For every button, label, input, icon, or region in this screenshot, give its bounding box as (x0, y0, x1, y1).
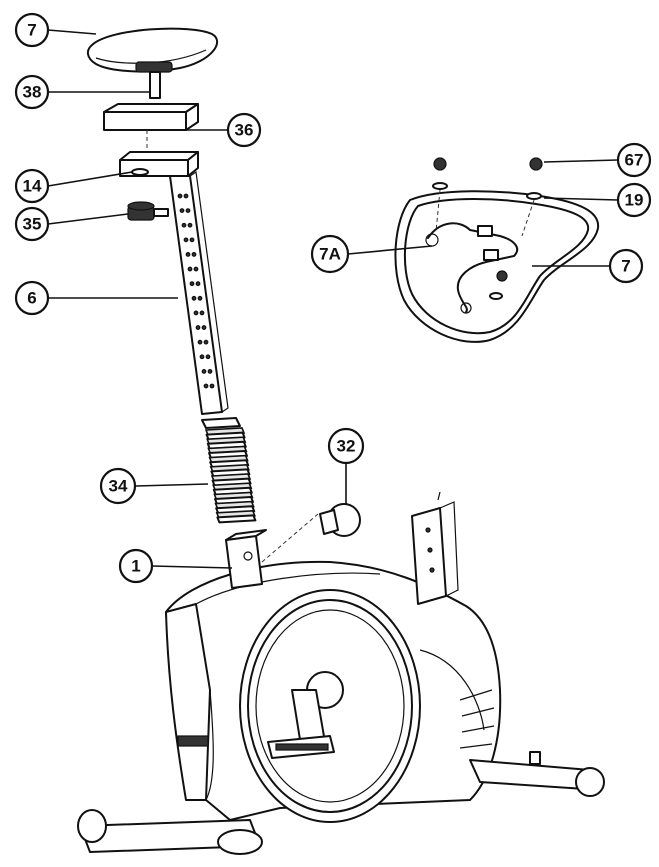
seat-part (86, 27, 219, 99)
seat-underside-detail (394, 157, 600, 343)
leader-lines (47, 29, 619, 569)
post-hole (207, 368, 213, 374)
post-hole (195, 325, 201, 330)
post-hole (203, 339, 209, 345)
callout-label: 7A (319, 245, 341, 264)
callout-label: 38 (23, 83, 42, 102)
bike-frame (77, 491, 605, 855)
post-hole (183, 193, 189, 199)
post-hole (189, 237, 195, 243)
post-hole (199, 310, 205, 316)
callout-label: 36 (235, 121, 254, 140)
callout-32: 32 (327, 427, 365, 465)
callout-7-seat: 7 (14, 12, 50, 48)
callout-label: 32 (337, 437, 356, 456)
post-hole (197, 295, 203, 301)
post-hole (187, 266, 193, 272)
post-hole (185, 208, 191, 214)
callout-label: 1 (131, 557, 140, 576)
post-hole (189, 281, 195, 287)
callout-6: 6 (14, 280, 50, 316)
callout-label: 35 (23, 215, 42, 234)
callout-34: 34 (99, 467, 137, 505)
post-hole (181, 222, 187, 228)
callout-7-underside: 7 (608, 248, 644, 284)
callout-label: 7 (27, 21, 36, 40)
post-hole (193, 266, 199, 272)
post-hole (187, 222, 193, 228)
post-hole (197, 339, 203, 345)
post-hole (185, 252, 191, 257)
bellows-cover (201, 417, 257, 524)
seat-post (119, 151, 229, 415)
post-hole (191, 295, 197, 301)
bellows-rib (216, 514, 257, 524)
callout-label: 7 (621, 257, 630, 276)
post-hole (201, 368, 207, 374)
post-hole (203, 383, 209, 389)
adjustment-knob (127, 168, 169, 221)
callout-label: 19 (625, 191, 644, 210)
callout-67: 67 (616, 142, 652, 178)
post-hole (205, 354, 211, 360)
post-hole (177, 193, 183, 199)
knob-32-part (319, 503, 361, 537)
callout-7A: 7A (310, 234, 350, 274)
seat-slider-block (103, 103, 199, 154)
callout-label: 67 (625, 151, 644, 170)
post-hole (179, 208, 185, 214)
post-hole (195, 281, 201, 287)
callout-35: 35 (14, 206, 50, 242)
post-hole (183, 237, 189, 243)
post-hole (193, 310, 199, 316)
post-hole (209, 383, 215, 389)
callout-label: 6 (27, 289, 36, 308)
callout-1: 1 (118, 548, 154, 584)
post-hole (199, 354, 205, 360)
post-hole (191, 252, 197, 257)
callout-19: 19 (616, 182, 652, 218)
post-hole (201, 325, 207, 330)
callout-38: 38 (14, 74, 50, 110)
callout-14: 14 (14, 168, 50, 204)
callout-label: 34 (109, 477, 128, 496)
callout-36: 36 (226, 112, 262, 148)
callout-label: 14 (23, 177, 42, 196)
